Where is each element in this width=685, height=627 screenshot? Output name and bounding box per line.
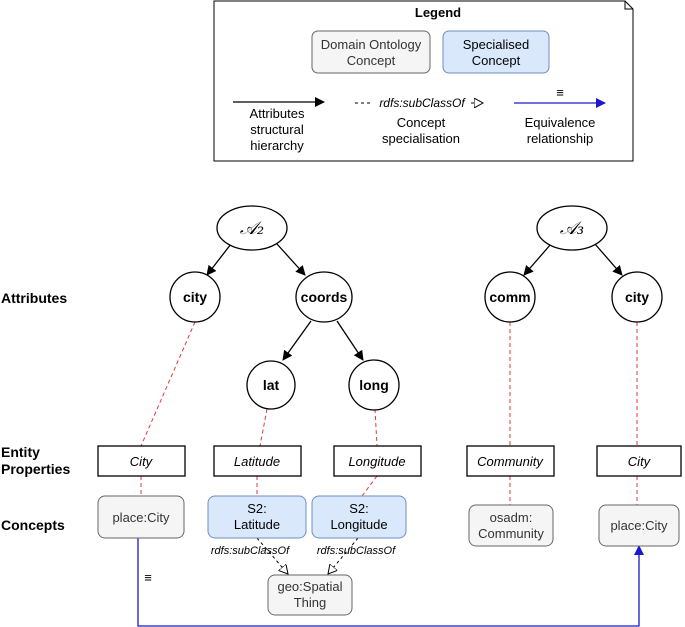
concept-s2-latitude-label-1: S2:: [247, 501, 267, 516]
legend: Legend Domain Ontology Concept Specialis…: [213, 0, 634, 162]
concept-place-city-1-label: place:City: [112, 510, 170, 525]
subclass-arrow-longitude: [328, 537, 359, 574]
legend-concept-spec-2: specialisation: [382, 131, 460, 146]
legend-equivalence-text-1: Equivalence: [525, 115, 596, 130]
edge-coords-lat: [282, 320, 312, 361]
legend-equivalence-text-2: relationship: [527, 131, 594, 146]
legend-attributes-text-3: hierarchy: [250, 138, 304, 153]
legend-fold: [624, 1, 633, 10]
legend-attributes-text-1: Attributes: [250, 106, 305, 121]
concept-s2-longitude-label-2: Longitude: [330, 517, 387, 532]
equivalence-link: ≡: [137, 538, 644, 627]
node-a3-city-label: city: [625, 289, 649, 305]
edge-a3-city: [594, 243, 623, 276]
equivalence-symbol: ≡: [144, 570, 152, 585]
prop-city-1: [97, 445, 186, 477]
legend-concept-spec-1: Concept: [397, 115, 446, 130]
concept-place-city-2: [598, 504, 680, 547]
node-a2-root: [216, 205, 288, 251]
node-a2-lat: [246, 360, 296, 410]
concept-s2-longitude-label-1: S2:: [349, 501, 369, 516]
legend-attributes-text-2: structural: [250, 122, 304, 137]
prop-city-1-label: City: [130, 454, 154, 469]
node-a3-root-label: 𝒜₃: [560, 218, 584, 239]
concepts: place:City S2: Latitude S2: Longitude os…: [97, 495, 680, 616]
concept-geo-spatial-thing: [267, 574, 353, 616]
legend-title: Legend: [415, 5, 461, 20]
row-label-entity-properties-2: Properties: [1, 461, 70, 477]
concept-osadm-community-label-2: Community: [478, 526, 544, 541]
legend-specialised-box: [442, 30, 550, 74]
node-a2-coords-label: coords: [301, 289, 348, 305]
node-a2-lat-label: lat: [263, 377, 280, 393]
subclass-label-left: rdfs:subClassOf: [211, 545, 290, 557]
legend-domain-label: Domain Ontology: [321, 37, 422, 52]
concept-geo-spatial-thing-label-1: geo:Spatial: [277, 579, 342, 594]
edge-a2-city: [206, 243, 232, 276]
legend-domain-label-2: Concept: [347, 53, 396, 68]
prop-longitude-label: Longitude: [348, 454, 405, 469]
node-a2-root-label: 𝒜₂: [240, 218, 264, 239]
concept-osadm-community-label-1: osadm:: [490, 510, 533, 525]
concept-osadm-community: [468, 504, 554, 547]
concept-s2-longitude: [311, 495, 407, 539]
legend-subclass-label: rdfs:subClassOf: [379, 96, 466, 110]
prop-community: [466, 445, 555, 477]
concept-geo-spatial-thing-label-2: Thing: [294, 595, 327, 610]
concept-place-city-1: [97, 495, 185, 539]
edge-coords-long: [336, 320, 364, 361]
prop-longitude: [333, 445, 422, 477]
prop-city-2-label: City: [628, 454, 652, 469]
link-lat-attr-to-prop: [259, 408, 268, 447]
concept-s2-latitude: [207, 495, 307, 539]
node-a2-city: [169, 271, 221, 323]
row-label-entity-properties-1: Entity: [1, 444, 40, 460]
legend-equiv-symbol: ≡: [556, 85, 564, 100]
node-a3-comm: [484, 271, 536, 323]
link-long-attr-to-prop: [374, 408, 378, 447]
node-a2-long: [348, 359, 400, 411]
legend-specialised-label-2: Concept: [472, 53, 521, 68]
tree-a2: 𝒜₂ city coords lat long: [169, 205, 400, 411]
prop-latitude-label: Latitude: [234, 454, 280, 469]
row-label-concepts: Concepts: [1, 517, 65, 533]
edge-a2-coords: [276, 243, 306, 276]
prop-city-2: [596, 445, 682, 477]
tree-a3: 𝒜₃ comm city: [484, 205, 663, 323]
edge-a3-comm: [523, 243, 552, 276]
node-a3-city: [611, 271, 663, 323]
node-a3-root: [536, 205, 608, 251]
entity-properties: City Latitude Longitude Community City: [97, 445, 682, 477]
attribute-property-links: [140, 321, 638, 505]
equivalence-arrow: [137, 538, 644, 627]
link-longitude-prop-to-concept: [361, 475, 378, 497]
node-a2-coords: [295, 271, 353, 323]
subclass-label-right: rdfs:subClassOf: [317, 545, 396, 557]
concept-s2-latitude-label-2: Latitude: [234, 517, 280, 532]
link-city-attr-to-prop: [140, 321, 196, 447]
node-a2-city-label: city: [183, 289, 207, 305]
node-a2-long-label: long: [359, 377, 389, 393]
subclass-arrow-latitude: [256, 537, 288, 574]
prop-latitude: [213, 445, 302, 477]
node-a3-comm-label: comm: [489, 289, 530, 305]
row-label-attributes: Attributes: [1, 290, 67, 306]
legend-domain-box: [311, 30, 431, 74]
prop-community-label: Community: [477, 454, 544, 469]
subclass-links: rdfs:subClassOf rdfs:subClassOf: [211, 537, 396, 574]
concept-place-city-2-label: place:City: [610, 518, 668, 533]
legend-specialised-label: Specialised: [463, 37, 530, 52]
